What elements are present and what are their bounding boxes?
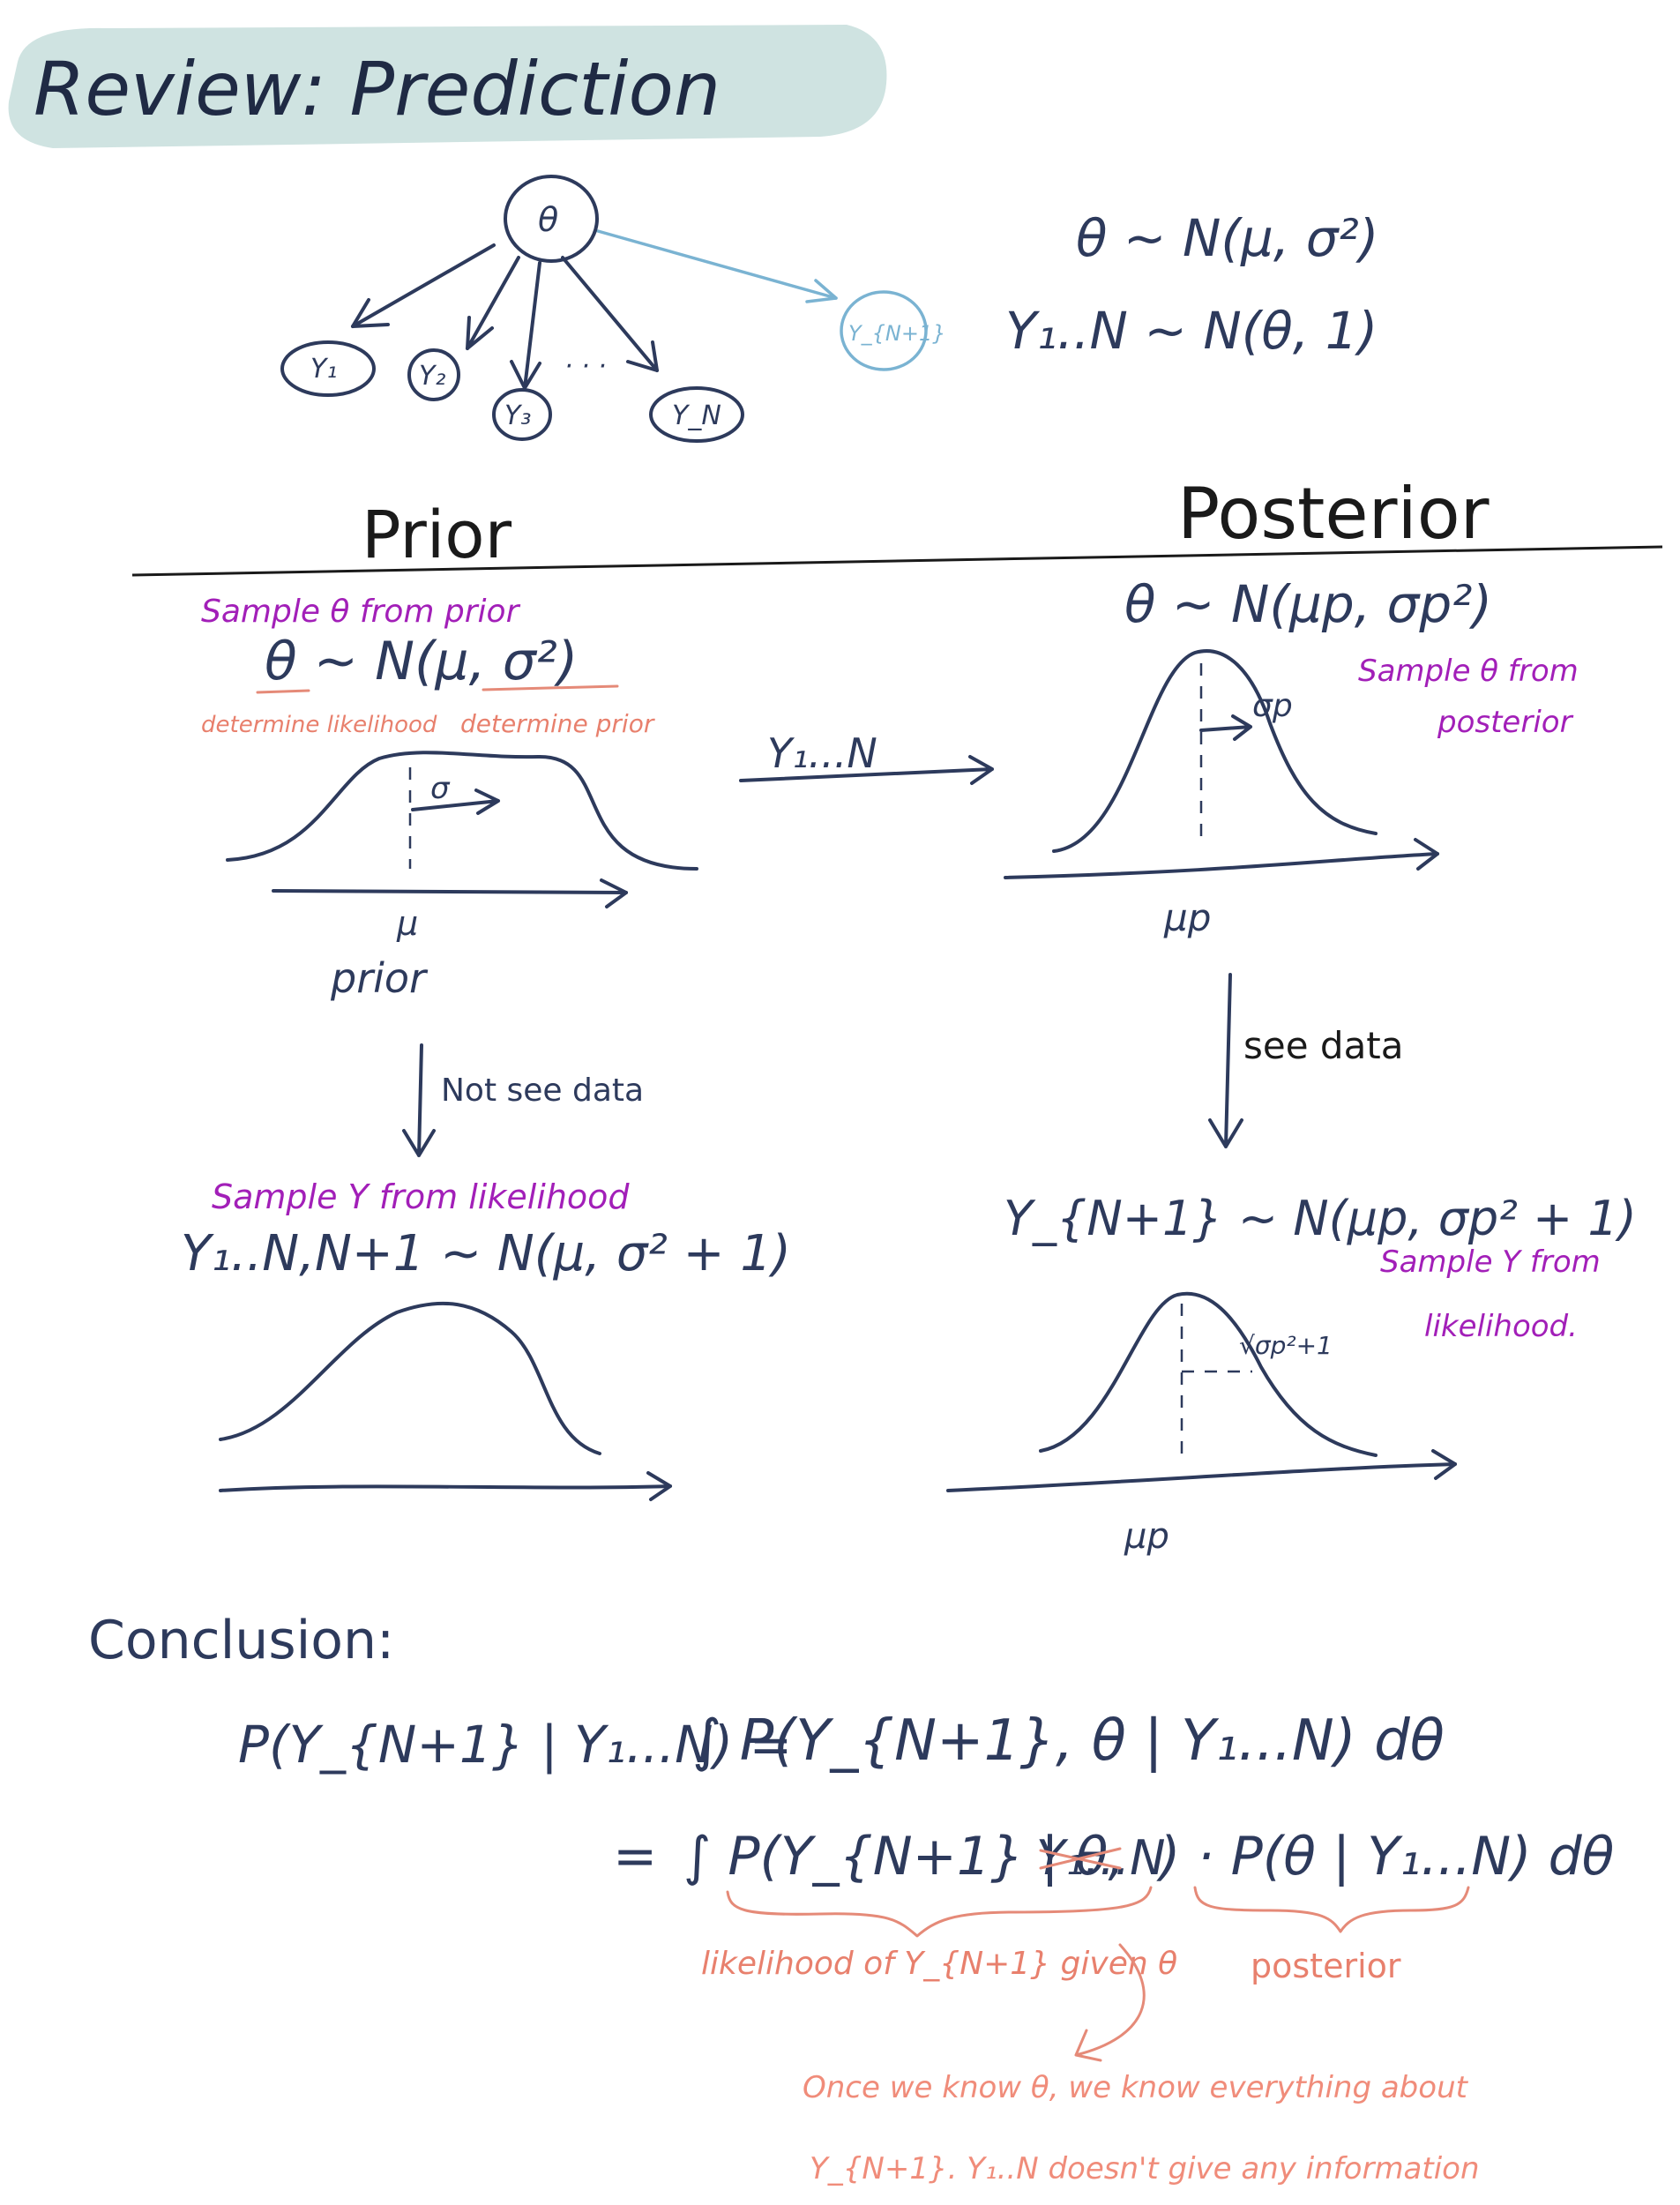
page-title: Review: Prediction xyxy=(34,46,721,132)
prior-predictive: Y₁..N,N+1 ~ N(μ, σ² + 1) xyxy=(181,1225,791,1282)
posterior-curve-plot: σp μp xyxy=(1004,649,1439,939)
note-pointer-arrow xyxy=(1074,1943,1146,2062)
posterior-predictive-plot: √σp²+1 μp xyxy=(946,1291,1457,1557)
prior-predictive-curve xyxy=(219,1301,601,1455)
edge-theta-yn xyxy=(561,256,659,372)
title-highlight xyxy=(8,25,887,148)
posterior-sample-y-note-2: likelihood. xyxy=(1424,1309,1578,1344)
node-y2-label: Y₂ xyxy=(419,361,445,392)
prior-curve-plot: σ μ prior xyxy=(226,751,698,1002)
note-line-1: Once we know θ, we know everything about xyxy=(803,2070,1469,2105)
conclusion-line2-eq: = xyxy=(613,1826,657,1887)
edge-theta-ynew xyxy=(596,229,838,300)
likelihood-brace-label: likelihood of Y_{N+1} given θ xyxy=(701,1946,1177,1982)
conclusion-line2-a: ∫ P(Y_{N+1} | θ, xyxy=(683,1826,1124,1887)
edge-theta-y3 xyxy=(523,261,541,390)
node-ynew xyxy=(840,290,928,371)
prior-mu-label: μ xyxy=(396,904,418,943)
node-y3 xyxy=(492,388,552,441)
posterior-axis xyxy=(1004,852,1439,879)
posterior-sigma-arrow xyxy=(1199,714,1252,741)
posterior-formula: θ ~ N(μp, σp²) xyxy=(1124,574,1492,634)
down-arrow-left xyxy=(402,1043,436,1157)
edge-theta-y2-head xyxy=(466,316,494,350)
posterior-heading: Posterior xyxy=(1177,473,1490,555)
prior-sigma-label: σ xyxy=(430,771,451,806)
posterior-sample-y-note-1: Sample Y from xyxy=(1380,1245,1601,1280)
posterior-predictive-curve xyxy=(1039,1291,1378,1457)
prior-curve-label: prior xyxy=(330,954,429,1002)
posterior-predictive-axis xyxy=(946,1462,1457,1492)
node-yn xyxy=(649,386,744,443)
edge-theta-y1-head xyxy=(351,298,390,328)
conclusion-line1-lhs: P(Y_{N+1} | Y₁...N) = xyxy=(238,1715,792,1775)
posterior-predictive: Y_{N+1} ~ N(μp, σp² + 1) xyxy=(1004,1191,1637,1246)
conclusion-line2-b: ) · P(θ | Y₁...N) dθ xyxy=(1156,1826,1614,1887)
likelihood-brace xyxy=(726,1886,1153,1938)
prior-predictive-axis-head xyxy=(646,1471,672,1501)
posterior-axis-head xyxy=(1414,838,1439,871)
model-likelihood: Y₁..N ~ N(θ, 1) xyxy=(1005,301,1378,361)
note-line-2: Y_{N+1}. Y₁..N doesn't give any informat… xyxy=(810,2151,1480,2186)
node-y2 xyxy=(407,348,460,401)
strike-mark xyxy=(1039,1847,1122,1870)
posterior-see-data-arrow: see data xyxy=(1208,973,1404,1148)
heading-divider xyxy=(131,545,1663,577)
prior-sample-y-note: Sample Y from likelihood xyxy=(212,1177,630,1216)
posterior-mu-label: μp xyxy=(1163,896,1211,939)
prior-predictive-plot xyxy=(219,1301,672,1501)
graphical-model: θ Y₁ Y₂ Y₃ · · · Y_N Y_{N+1} xyxy=(280,175,946,443)
transition-label: Y₁...N xyxy=(767,729,877,777)
posterior-brace-label: posterior xyxy=(1251,1947,1401,1985)
node-theta-label: θ xyxy=(538,200,558,239)
down-arrow-right xyxy=(1208,973,1243,1148)
edge-theta-y2 xyxy=(466,256,520,350)
prior-sample-note: Sample θ from prior xyxy=(201,594,521,630)
prior-axis-head xyxy=(600,878,628,908)
edge-theta-yn-head xyxy=(626,340,659,372)
prior-heading: Prior xyxy=(362,497,512,573)
prior-predictive-axis xyxy=(219,1484,672,1492)
edge-theta-ynew-head xyxy=(805,279,838,303)
transition-arrow xyxy=(739,755,994,785)
node-ynew-label: Y_{N+1} xyxy=(848,321,946,346)
prior-formula: θ ~ N(μ, σ²) xyxy=(265,631,578,692)
edge-theta-y1 xyxy=(351,243,496,328)
edge-theta-y3-head xyxy=(510,360,541,390)
node-y3-label: Y₃ xyxy=(504,400,531,431)
see-data-label: see data xyxy=(1243,1024,1404,1067)
node-y1 xyxy=(280,340,376,397)
posterior-sigma-label: σp xyxy=(1252,688,1293,724)
prior-formula-underline-theta xyxy=(256,689,310,694)
conclusion-line2-struck: Y₁...N xyxy=(1036,1830,1166,1886)
posterior-sample-note-1: Sample θ from xyxy=(1358,654,1579,689)
conclusion-line1-rhs: ∫ P(Y_{N+1}, θ | Y₁...N) dθ xyxy=(692,1708,1445,1774)
model-theta-prior: θ ~ N(μ, σ²) xyxy=(1076,208,1378,268)
prior-note-right: determine prior xyxy=(460,709,655,738)
prior-note-left: determine likelihood xyxy=(201,712,437,738)
posterior-sample-note-2: posterior xyxy=(1437,705,1574,740)
prior-formula-underline-params xyxy=(482,684,619,691)
prior-sigma-arrow xyxy=(411,789,500,815)
nodes-ellipsis: · · · xyxy=(564,351,607,382)
posterior-brace xyxy=(1193,1886,1470,1933)
node-theta xyxy=(504,175,599,263)
prior-curve xyxy=(226,751,698,871)
posterior-spread-label: √σp²+1 xyxy=(1239,1331,1333,1360)
posterior-mu-label-2: μp xyxy=(1124,1516,1169,1557)
node-y1-label: Y₁ xyxy=(310,354,337,385)
prior-axis xyxy=(272,889,628,894)
conclusion-label: Conclusion: xyxy=(88,1610,394,1671)
prior-no-data-arrow: Not see data xyxy=(402,1043,644,1157)
node-yn-label: Y_N xyxy=(672,400,721,431)
posterior-curve xyxy=(1052,649,1378,853)
not-see-data-label: Not see data xyxy=(441,1073,644,1109)
posterior-predictive-axis-head xyxy=(1431,1449,1457,1480)
data-transition: Y₁...N xyxy=(739,729,994,785)
